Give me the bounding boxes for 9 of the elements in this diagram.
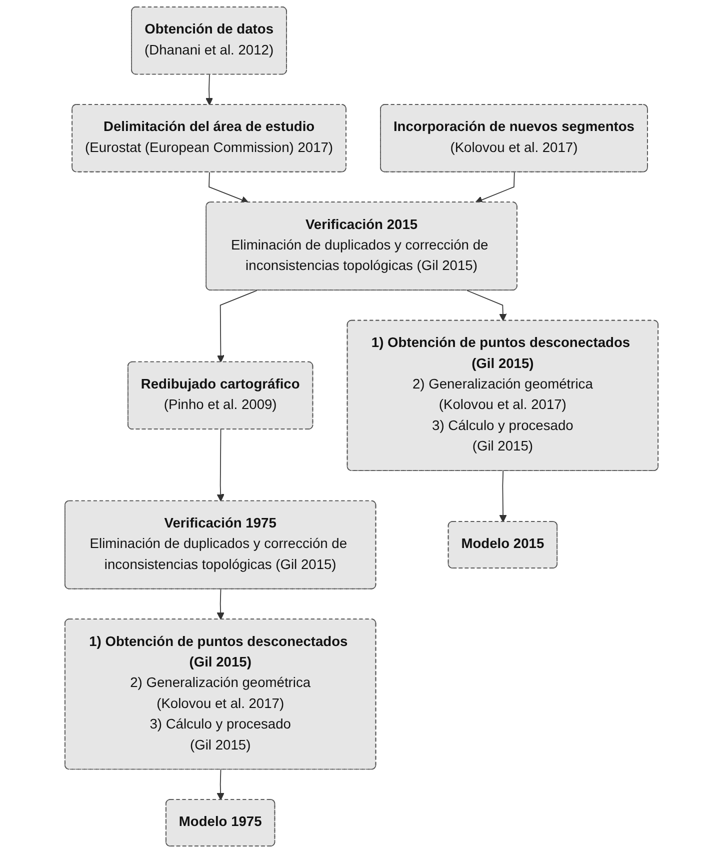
arrow xyxy=(208,172,249,204)
arrow xyxy=(205,74,214,106)
arrow xyxy=(466,290,507,322)
arrow xyxy=(216,588,224,620)
arrow xyxy=(216,429,224,502)
arrow xyxy=(216,290,258,363)
arrow xyxy=(475,172,515,204)
arrow xyxy=(499,470,507,522)
arrow xyxy=(216,769,224,800)
